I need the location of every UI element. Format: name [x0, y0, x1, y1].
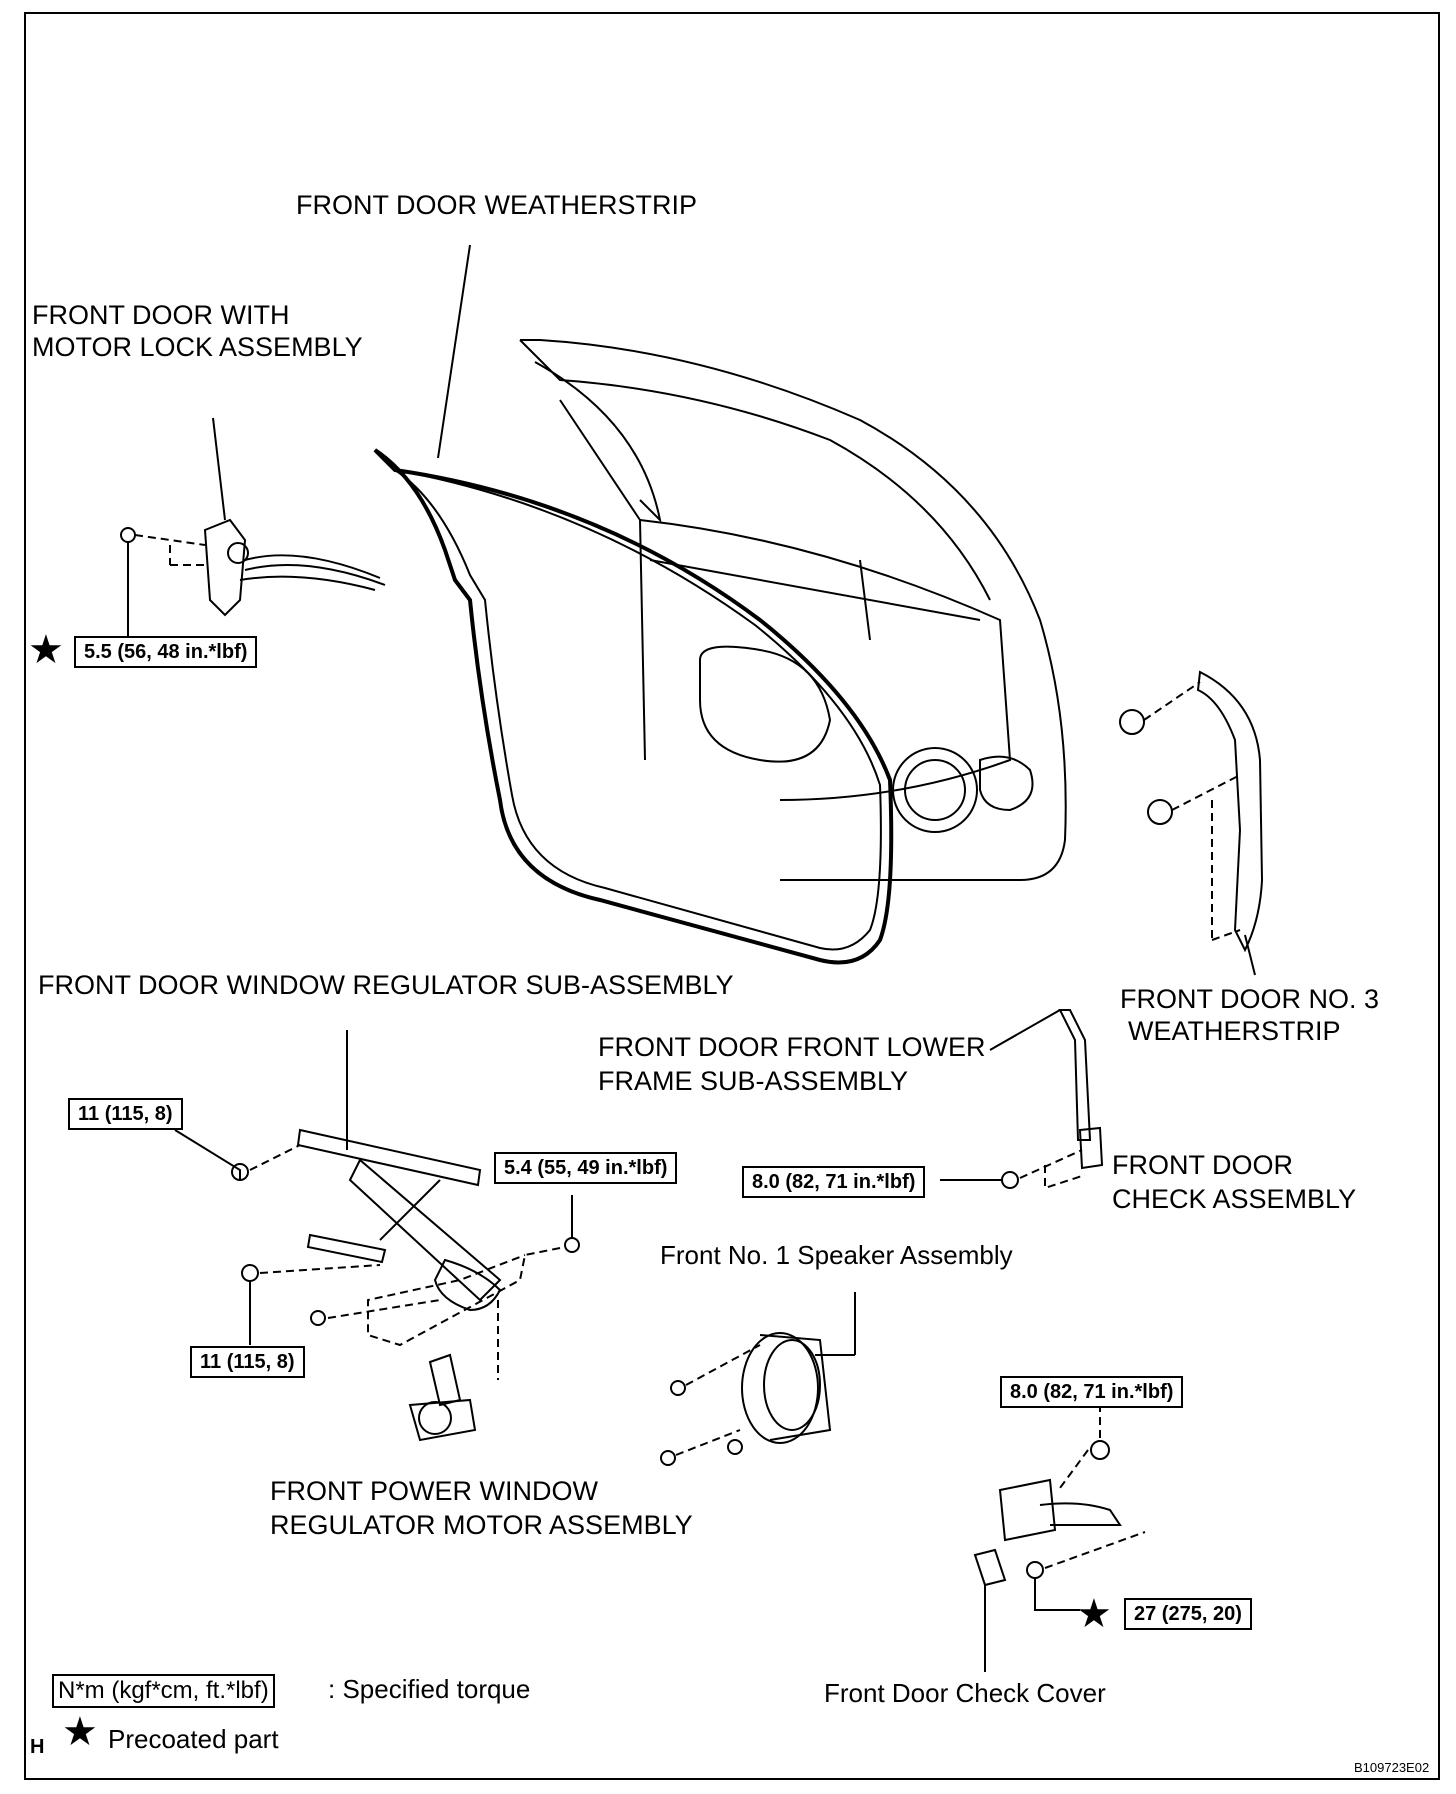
label-no3-line1: FRONT DOOR NO. 3	[1120, 984, 1380, 1014]
front-door-panel	[519, 339, 1067, 881]
front-door-weatherstrip	[373, 448, 894, 965]
precoat-star-icon: ★	[62, 1710, 98, 1754]
label-check-cover: Front Door Check Cover	[824, 1678, 1106, 1708]
speaker	[660, 1332, 832, 1466]
torque-box-lock: 5.5 (56, 48 in.*lbf)	[74, 636, 258, 668]
precoat-star-icon: ★	[28, 628, 64, 672]
label-lower-frame-line2: FRAME SUB-ASSEMBLY	[598, 1066, 909, 1096]
torque-box-frame: 8.0 (82, 71 in.*lbf)	[742, 1166, 926, 1198]
legend-torque-text: : Specified torque	[328, 1674, 531, 1704]
torque-box-reg-bottom: 11 (115, 8)	[190, 1346, 305, 1378]
label-lock-line2: MOTOR LOCK ASSEMBLY	[32, 332, 363, 362]
label-check-line2: CHECK ASSEMBLY	[1112, 1184, 1357, 1214]
label-no3-line2: WEATHERSTRIP	[1128, 1016, 1341, 1046]
label-lower-frame-line1: FRONT DOOR FRONT LOWER	[598, 1032, 986, 1062]
label-check-line1: FRONT DOOR	[1112, 1150, 1293, 1180]
no3-weatherstrip	[1119, 670, 1264, 953]
label-speaker: Front No. 1 Speaker Assembly	[660, 1240, 1013, 1270]
lower-frame	[989, 1009, 1104, 1190]
torque-box-reg-right: 5.4 (55, 49 in.*lbf)	[494, 1152, 678, 1184]
legend-corner-letter: H	[30, 1736, 45, 1758]
label-motor-line2: REGULATOR MOTOR ASSEMBLY	[270, 1510, 693, 1540]
window-regulator	[231, 1128, 580, 1380]
precoat-star-icon: ★	[1076, 1592, 1112, 1636]
diagram-frame	[24, 12, 1440, 1780]
label-weatherstrip: FRONT DOOR WEATHERSTRIP	[296, 190, 698, 220]
legend-torque-sample: N*m (kgf*cm, ft.*lbf)	[52, 1674, 275, 1708]
torque-box-check-top: 8.0 (82, 71 in.*lbf)	[1000, 1376, 1184, 1408]
legend-precoat-text: Precoated part	[108, 1724, 279, 1754]
label-regulator: FRONT DOOR WINDOW REGULATOR SUB-ASSEMBLY	[38, 970, 734, 1000]
door-lock-assembly	[120, 518, 386, 617]
torque-box-check-bottom: 27 (275, 20)	[1124, 1598, 1252, 1630]
check-assembly	[973, 1400, 1146, 1587]
label-motor-line1: FRONT POWER WINDOW	[270, 1476, 598, 1506]
window-motor	[408, 1353, 477, 1442]
label-lock-line1: FRONT DOOR WITH	[32, 300, 290, 330]
torque-box-reg-top: 11 (115, 8)	[68, 1098, 183, 1130]
figure-code: B109723E02	[1354, 1760, 1430, 1775]
